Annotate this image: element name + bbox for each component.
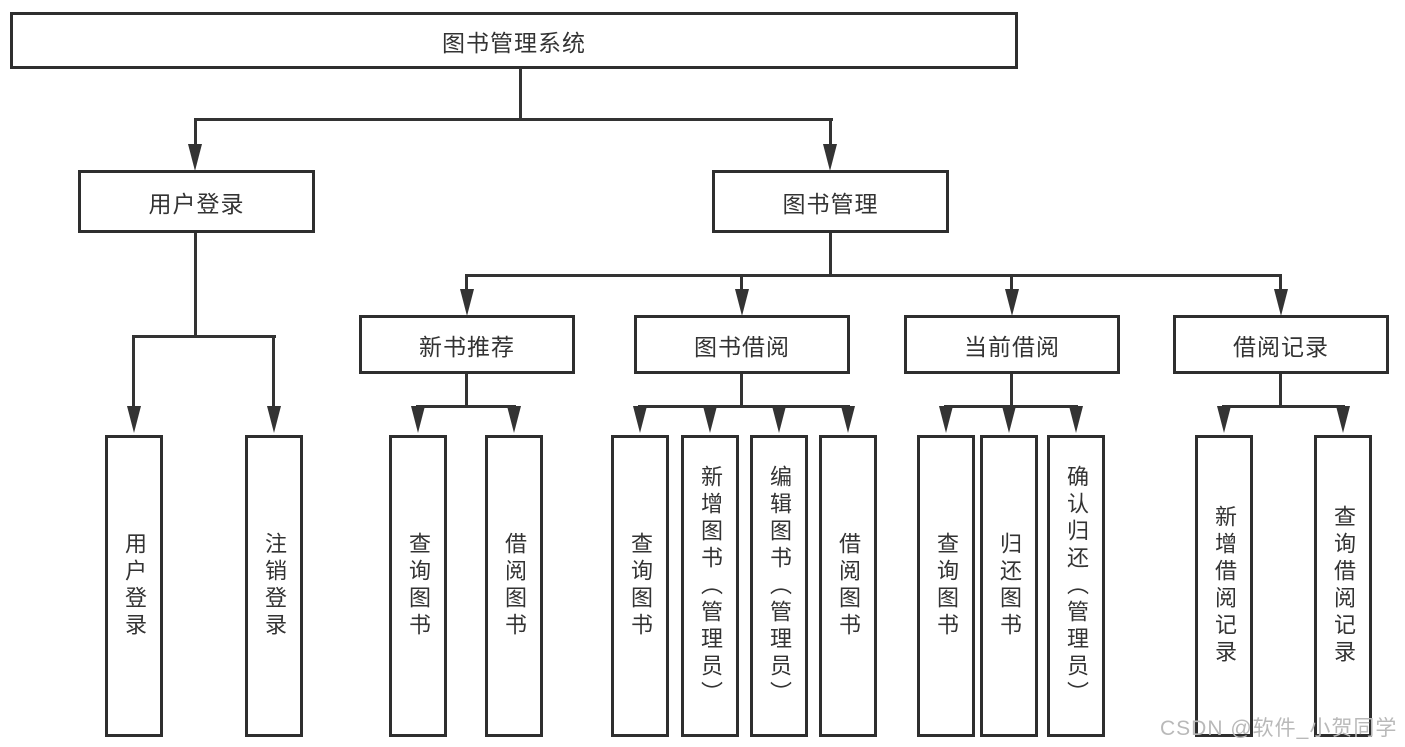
arrow-down-icon [633,406,647,433]
connector-line [1010,374,1013,408]
connector-line [465,274,468,291]
leaf-add-books-admin-label: 新增图书（管理员） [698,464,723,708]
node-current-borrowing: 当前借阅 [904,315,1120,374]
connector-line [519,68,522,121]
node-new-book-recommend-label: 新书推荐 [419,333,515,360]
node-borrowing-records: 借阅记录 [1173,315,1389,374]
arrow-down-icon [841,406,855,433]
arrow-down-icon [703,406,717,433]
node-book-borrowing-label: 图书借阅 [694,333,790,360]
leaf-user-login: 用户登录 [105,435,163,737]
connector-line [740,274,743,291]
leaf-query-borrow-record-label: 查询借阅记录 [1331,505,1356,667]
leaf-return-books: 归还图书 [980,435,1038,737]
leaf-query-books-current-label: 查询图书 [934,532,959,640]
leaf-query-books-recommend: 查询图书 [389,435,447,737]
connector-line [638,405,850,408]
connector-line [132,335,135,408]
arrow-down-icon [127,406,141,433]
arrow-down-icon [1005,289,1019,316]
node-user-login-label: 用户登录 [148,190,245,217]
leaf-borrow-books-label: 借阅图书 [836,532,861,640]
connector-line [1279,274,1282,291]
leaf-logout-label: 注销登录 [262,532,287,640]
leaf-query-books-recommend-label: 查询图书 [406,532,431,640]
leaf-logout: 注销登录 [245,435,303,737]
leaf-edit-books-admin-label: 编辑图书（管理员） [767,464,792,708]
arrow-down-icon [460,289,474,316]
leaf-user-login-label: 用户登录 [122,532,147,640]
connector-line [272,335,275,408]
arrow-down-icon [1274,289,1288,316]
leaf-return-books-label: 归还图书 [997,532,1022,640]
leaf-borrow-books: 借阅图书 [819,435,877,737]
leaf-edit-books-admin: 编辑图书（管理员） [750,435,808,737]
connector-line [194,233,197,338]
node-book-management-label: 图书管理 [782,190,879,217]
node-user-login: 用户登录 [78,170,315,233]
arrow-down-icon [507,406,521,433]
leaf-add-borrow-record-label: 新增借阅记录 [1212,505,1237,667]
connector-line [194,118,197,146]
leaf-query-borrow-record: 查询借阅记录 [1314,435,1372,737]
node-current-borrowing-label: 当前借阅 [964,333,1060,360]
node-book-borrowing: 图书借阅 [634,315,850,374]
leaf-query-books-borrowing-label: 查询图书 [628,532,653,640]
connector-line [829,118,832,146]
arrow-down-icon [735,289,749,316]
arrow-down-icon [1002,406,1016,433]
root-node-label: 图书管理系统 [442,29,586,56]
arrow-down-icon [1069,406,1083,433]
node-borrowing-records-label: 借阅记录 [1233,333,1329,360]
arrow-down-icon [411,406,425,433]
connector-line [132,335,276,338]
arrow-down-icon [267,406,281,433]
connector-line [740,374,743,408]
leaf-borrow-books-recommend: 借阅图书 [485,435,543,737]
leaf-add-borrow-record: 新增借阅记录 [1195,435,1253,737]
node-new-book-recommend: 新书推荐 [359,315,575,374]
arrow-down-icon [772,406,786,433]
arrow-down-icon [939,406,953,433]
connector-line [416,405,516,408]
leaf-add-books-admin: 新增图书（管理员） [681,435,739,737]
connector-line [1279,374,1282,408]
connector-line [194,118,833,121]
connector-line [829,233,832,277]
connector-line [1222,405,1345,408]
arrow-down-icon [1336,406,1350,433]
arrow-down-icon [188,144,202,171]
leaf-borrow-books-recommend-label: 借阅图书 [502,532,527,640]
connector-line [1010,274,1013,291]
connector-line [465,274,1282,277]
node-book-management: 图书管理 [712,170,949,233]
arrow-down-icon [823,144,837,171]
connector-line [465,374,468,408]
arrow-down-icon [1217,406,1231,433]
leaf-confirm-return-admin-label: 确认归还（管理员） [1064,464,1089,708]
root-node-library-system: 图书管理系统 [10,12,1018,69]
leaf-query-books-borrowing: 查询图书 [611,435,669,737]
csdn-watermark: CSDN @软件_小贺同学 [1160,717,1398,740]
leaf-confirm-return-admin: 确认归还（管理员） [1047,435,1105,737]
leaf-query-books-current: 查询图书 [917,435,975,737]
